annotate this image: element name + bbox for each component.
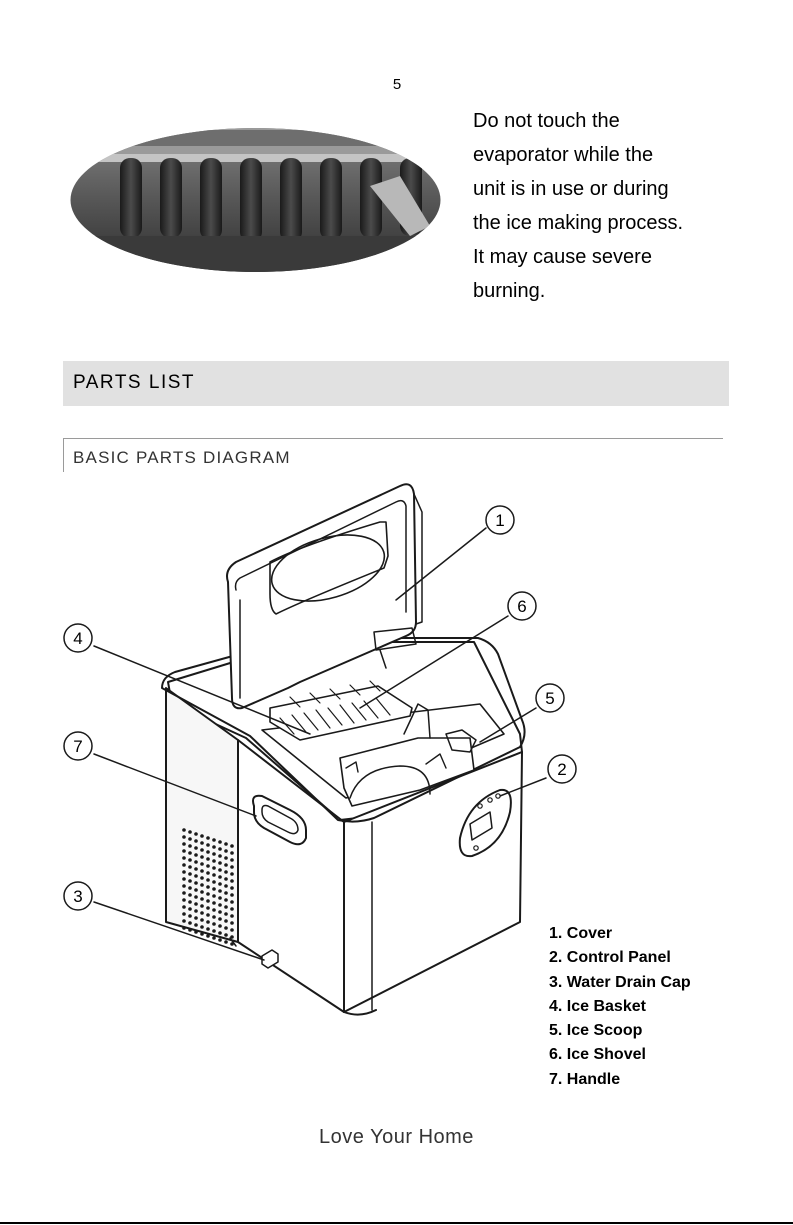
legend-item: 4. Ice Basket [549, 995, 691, 1019]
warning-line: unit is in use or during [473, 172, 773, 206]
footer-tagline: Love Your Home [0, 1126, 793, 1149]
legend-item: 2. Control Panel [549, 946, 691, 970]
bottom-rule [0, 1222, 793, 1224]
legend-item: 6. Ice Shovel [549, 1043, 691, 1067]
callout-number: 4 [73, 629, 82, 648]
callout-number: 1 [495, 511, 504, 530]
evaporator-warning: Do not touch the evaporator while the un… [473, 104, 773, 308]
legend-item: 3. Water Drain Cap [549, 971, 691, 995]
callout-number: 7 [73, 737, 82, 756]
evaporator-photo [70, 116, 441, 272]
callout-number: 2 [557, 760, 566, 779]
warning-line: evaporator while the [473, 138, 773, 172]
warning-line: It may cause severe [473, 240, 773, 274]
callout-number: 5 [545, 689, 554, 708]
warning-line: the ice making process. [473, 206, 773, 240]
basic-parts-diagram-heading: BASIC PARTS DIAGRAM [73, 448, 291, 468]
legend-item: 7. Handle [549, 1068, 691, 1092]
page-number: 5 [386, 76, 408, 93]
parts-legend: 1. Cover 2. Control Panel 3. Water Drain… [549, 922, 691, 1092]
parts-list-heading: PARTS LIST [73, 372, 195, 394]
legend-item: 5. Ice Scoop [549, 1019, 691, 1043]
warning-line: Do not touch the [473, 104, 773, 138]
callout-number: 3 [73, 887, 82, 906]
parts-list-heading-band: PARTS LIST [63, 361, 729, 406]
warning-line: burning. [473, 274, 773, 308]
basic-parts-diagram-heading-box: BASIC PARTS DIAGRAM [63, 438, 723, 472]
legend-item: 1. Cover [549, 922, 691, 946]
callout-number: 6 [517, 597, 526, 616]
